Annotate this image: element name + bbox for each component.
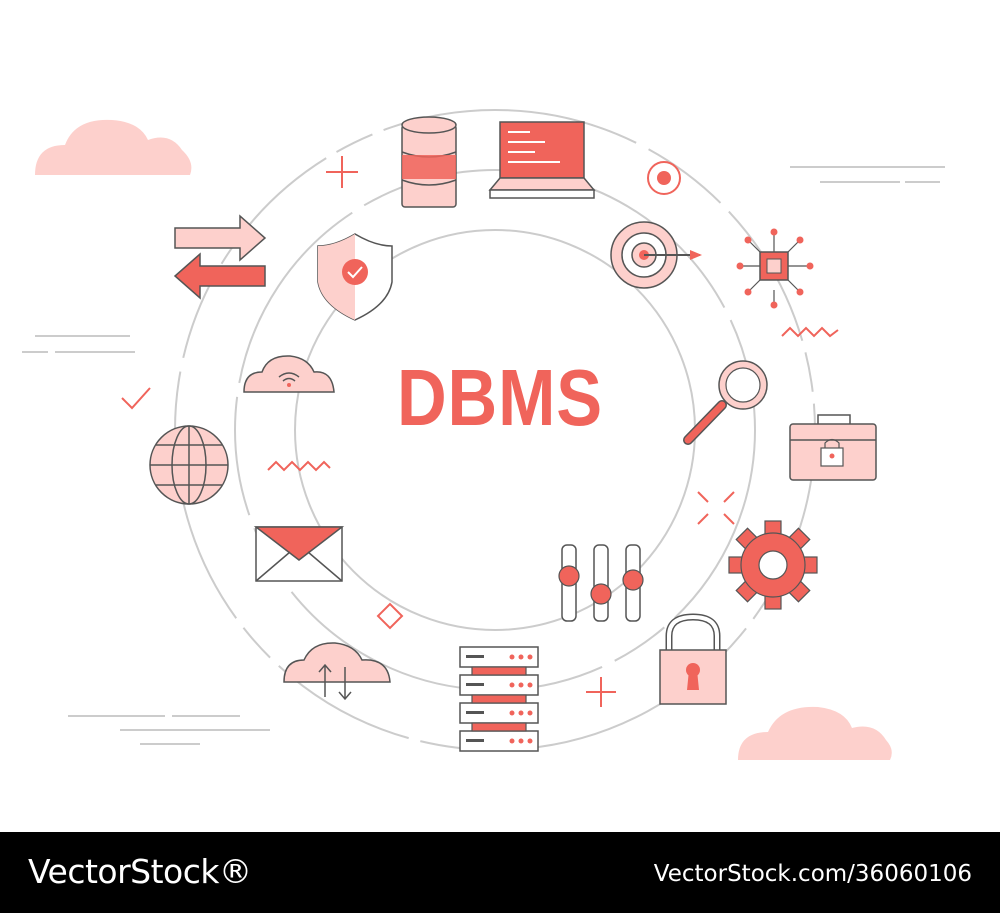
server-rack-icon	[459, 646, 539, 752]
globe-icon	[149, 425, 229, 505]
database-icon	[401, 116, 457, 208]
sliders-icon	[558, 544, 644, 622]
brand-logo: VectorStock®	[28, 852, 252, 891]
decor-lines	[22, 166, 945, 745]
check-accent	[121, 387, 151, 410]
plus-accent	[586, 677, 616, 707]
target-arrow-icon	[610, 221, 702, 289]
padlock-icon	[659, 613, 727, 705]
cloud-bottom-right	[738, 706, 892, 760]
email-icon	[253, 526, 345, 582]
cloud-wifi-icon	[243, 355, 335, 393]
diamond-accent	[376, 602, 404, 630]
shield-check-icon	[317, 233, 393, 321]
dbms-title: DBMS	[396, 353, 603, 442]
plus-accent	[326, 156, 358, 188]
laptop-code-icon	[488, 121, 596, 199]
decor-clouds	[35, 119, 892, 760]
footer-bar: VectorStock® VectorStock.com/36060106	[0, 832, 1000, 913]
briefcase-lock-icon	[789, 414, 877, 481]
target-dot-icon	[647, 161, 681, 195]
cloud-sync-icon	[283, 642, 391, 701]
stock-id-text: VectorStock.com/36060106	[653, 861, 972, 887]
gear-icon	[728, 520, 818, 610]
dbms-illustration	[22, 109, 945, 760]
decor-accents	[121, 156, 839, 707]
zigzag-accent	[781, 326, 839, 338]
sparkle-accent	[697, 491, 735, 525]
illustration: DBMS	[22, 109, 945, 760]
chip-icon	[736, 228, 814, 309]
transfer-arrows-icon	[173, 214, 267, 300]
magnifier-icon	[683, 360, 768, 445]
cloud-top-left	[35, 119, 192, 175]
zigzag-accent	[267, 460, 331, 472]
